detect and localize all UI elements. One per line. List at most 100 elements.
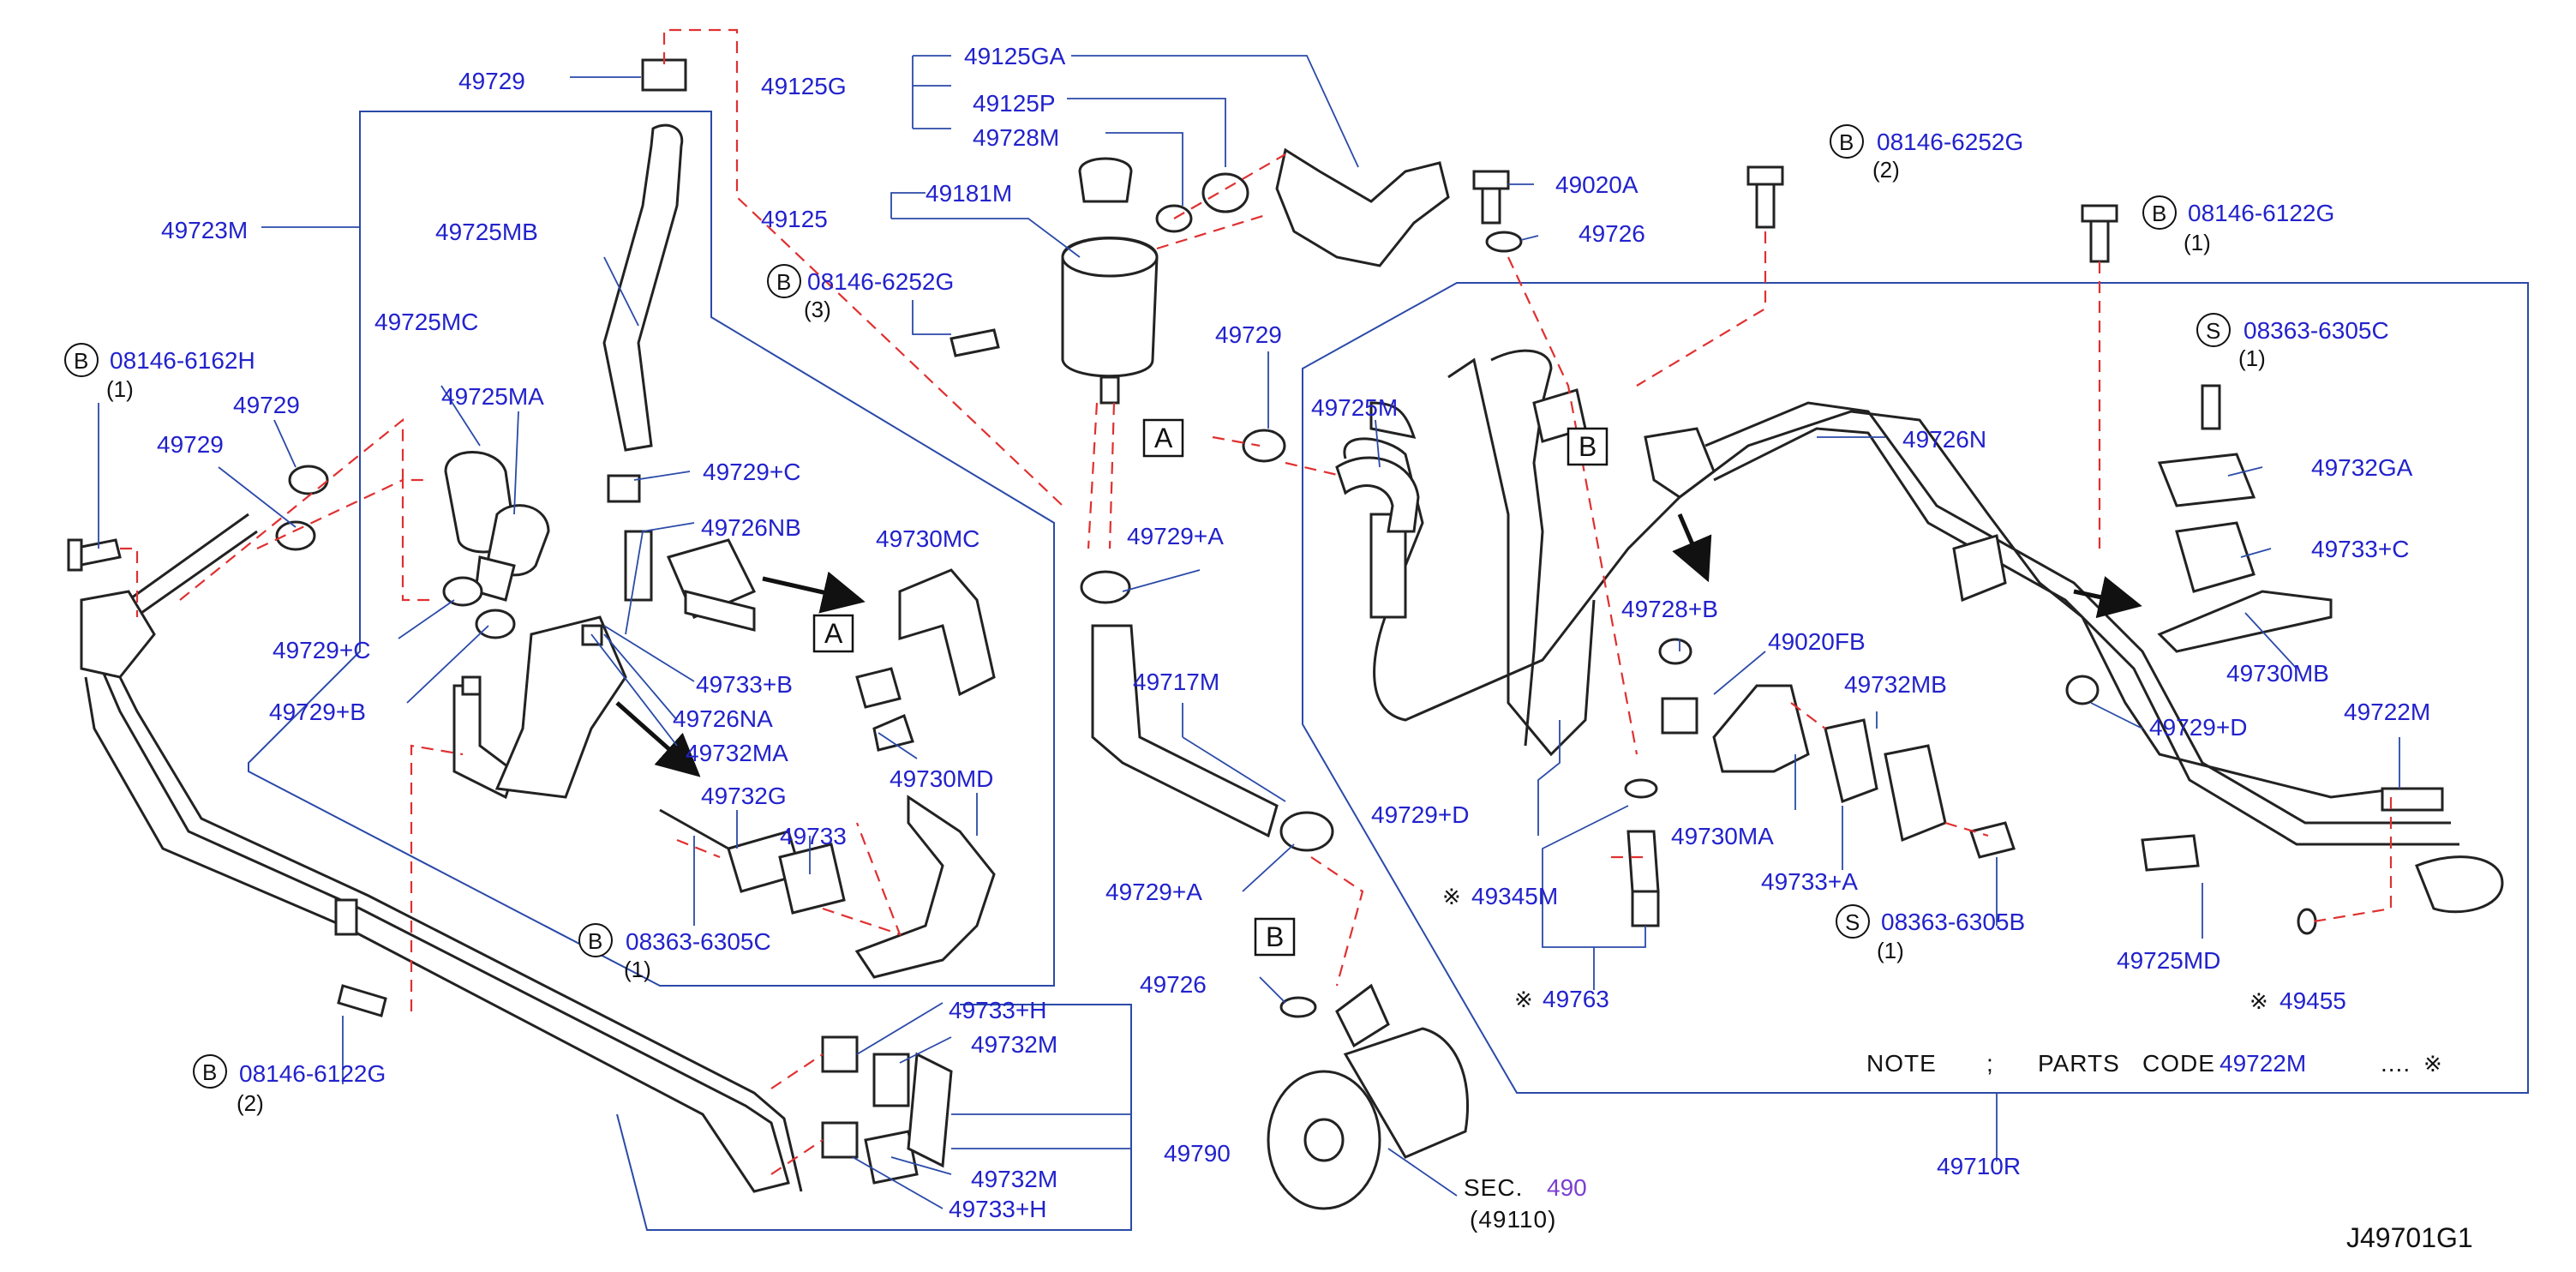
clamps-49733H xyxy=(821,1035,953,1185)
svg-text:A: A xyxy=(824,618,843,649)
svg-text:B: B xyxy=(588,928,602,954)
svg-text:B: B xyxy=(2152,201,2166,226)
label-08146-6122G-b: 08146-6122G xyxy=(2188,200,2334,226)
label-49729C-a: 49729+C xyxy=(703,459,800,485)
svg-text:B: B xyxy=(74,348,88,374)
circle-marker-B xyxy=(64,124,2177,1089)
svg-text:B: B xyxy=(776,269,791,295)
svg-text:;: ; xyxy=(1986,1050,1994,1077)
group-outline-49723M xyxy=(248,111,1055,987)
label-49732M-a: 49732M xyxy=(971,1031,1057,1058)
washer-49726-low xyxy=(1279,996,1317,1018)
svg-text:PARTS: PARTS xyxy=(2038,1050,2120,1077)
pipe-assembly-left xyxy=(80,513,803,1193)
bracket-49726NA xyxy=(494,530,757,799)
bracket-49730MC xyxy=(898,568,996,697)
clamp-49729-left xyxy=(275,465,641,639)
label-49725MC: 49725MC xyxy=(374,309,478,335)
bolt-49020A xyxy=(1472,170,1523,253)
label-49710R: 49710R xyxy=(1937,1153,2021,1179)
svg-text:B: B xyxy=(202,1059,217,1085)
parts-code-note: NOTE ; PARTS CODE 49722M .... ※ xyxy=(1866,1050,2442,1077)
bolt-08146-6252G-a xyxy=(950,328,1000,357)
label-49732MB: 49732MB xyxy=(1844,671,1947,698)
label-08363-6305C-a: 08363-6305C xyxy=(626,928,771,955)
svg-text:NOTE: NOTE xyxy=(1866,1050,1937,1077)
svg-text:(1): (1) xyxy=(624,957,651,982)
sec-reference: SEC. 490 (49110) xyxy=(1464,1174,1587,1233)
label-08146-6162H: 08146-6162H xyxy=(110,347,255,374)
label-49729-mid: 49729 xyxy=(1215,321,1282,348)
svg-text:※: ※ xyxy=(2423,1051,2442,1077)
label-49729-left1: 49729 xyxy=(233,392,300,418)
label-49730MC: 49730MC xyxy=(876,525,979,552)
label-49733H-a: 49733+H xyxy=(949,997,1046,1023)
label-49125P: 49125P xyxy=(973,90,1056,117)
reservoir-49125 xyxy=(1061,157,1249,405)
svg-text:(3): (3) xyxy=(804,297,831,322)
label-49732MA: 49732MA xyxy=(686,740,788,766)
svg-text:(1): (1) xyxy=(1877,938,1904,963)
svg-text:CODE: CODE xyxy=(2142,1050,2215,1077)
label-49726NB: 49726NB xyxy=(701,514,801,541)
label-49728B: 49728+B xyxy=(1621,596,1718,622)
part-labels: 49729 49125G 49125GA 49125P 49728M 49125… xyxy=(106,43,2430,1222)
part-49733 xyxy=(659,808,846,915)
label-49763: 49763 xyxy=(1543,986,1609,1012)
group-outline-49710R xyxy=(1302,282,2529,1094)
label-49729D-b: 49729+D xyxy=(1371,801,1469,828)
label-49717M: 49717M xyxy=(1133,669,1219,695)
label-49729-top: 49729 xyxy=(458,68,525,94)
hose-49725MC xyxy=(444,451,550,602)
label-49725MA: 49725MA xyxy=(441,383,544,410)
label-49790: 49790 xyxy=(1164,1140,1231,1167)
label-49729A-a: 49729+A xyxy=(1127,523,1224,549)
svg-text:※: ※ xyxy=(2250,988,2268,1014)
callout-A-2: A xyxy=(812,614,854,653)
svg-text:490: 490 xyxy=(1547,1174,1587,1201)
label-08363-6305B: 08363-6305B xyxy=(1881,909,2025,935)
label-49729D-a: 49729+D xyxy=(2149,714,2247,741)
svg-text:(1): (1) xyxy=(2184,230,2211,255)
label-49726-top: 49726 xyxy=(1579,220,1645,247)
label-49728M: 49728M xyxy=(973,124,1059,151)
svg-text:B: B xyxy=(1266,921,1284,952)
label-49733H-b: 49733+H xyxy=(949,1196,1046,1222)
svg-text:A: A xyxy=(1154,423,1173,453)
label-49725MD: 49725MD xyxy=(2117,947,2220,974)
label-49125GA: 49125GA xyxy=(964,43,1066,69)
label-08146-6122G-a: 08146-6122G xyxy=(239,1060,386,1087)
svg-text:(2): (2) xyxy=(1872,157,1900,183)
label-49730MD: 49730MD xyxy=(890,765,993,792)
svg-text:※: ※ xyxy=(1514,987,1533,1012)
callout-A-1: A xyxy=(1142,418,1184,458)
clamp-49729-top xyxy=(641,58,687,92)
bracket-49125GA xyxy=(1275,147,1450,267)
label-49181M: 49181M xyxy=(926,180,1012,207)
svg-text:(49110): (49110) xyxy=(1470,1206,1556,1233)
label-49020A: 49020A xyxy=(1555,171,1638,198)
bracket-49730MD xyxy=(854,795,996,979)
leader-lines xyxy=(98,55,2400,1209)
clamp-49729A-b xyxy=(1279,811,1334,852)
svg-text:※: ※ xyxy=(1442,884,1461,909)
label-49725M: 49725M xyxy=(1311,394,1398,421)
label-08146-6252G-a: 08146-6252G xyxy=(807,268,954,295)
label-49733: 49733 xyxy=(780,823,847,849)
label-49729C-b: 49729+C xyxy=(273,637,370,663)
svg-text:(1): (1) xyxy=(2238,345,2266,371)
label-49733B: 49733+B xyxy=(696,671,793,698)
group-outline-49790 xyxy=(616,1004,1132,1231)
svg-text:SEC.: SEC. xyxy=(1464,1174,1523,1201)
bolt-08146-6252G-b xyxy=(1746,165,1784,229)
label-49729A-b: 49729+A xyxy=(1105,879,1202,905)
bolt-08146-6162H xyxy=(67,538,122,572)
pipe-assembly-right xyxy=(1343,349,2504,914)
label-49725MB: 49725MB xyxy=(435,219,538,245)
label-49726N: 49726N xyxy=(1902,426,1986,453)
label-49729B: 49729+B xyxy=(269,699,366,725)
hose-49725M xyxy=(1335,456,1420,533)
label-49733C: 49733+C xyxy=(2311,536,2409,562)
direction-arrows xyxy=(615,513,2142,777)
